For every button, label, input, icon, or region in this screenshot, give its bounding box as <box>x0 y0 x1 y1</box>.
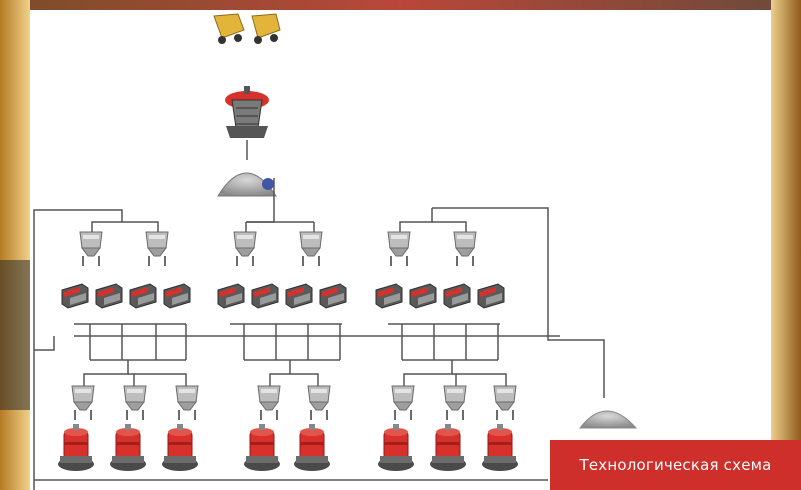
frame-top <box>0 0 801 10</box>
diagram-caption: Технологическая схема <box>550 440 801 490</box>
frame-right <box>771 0 801 490</box>
frame-left <box>0 0 30 490</box>
